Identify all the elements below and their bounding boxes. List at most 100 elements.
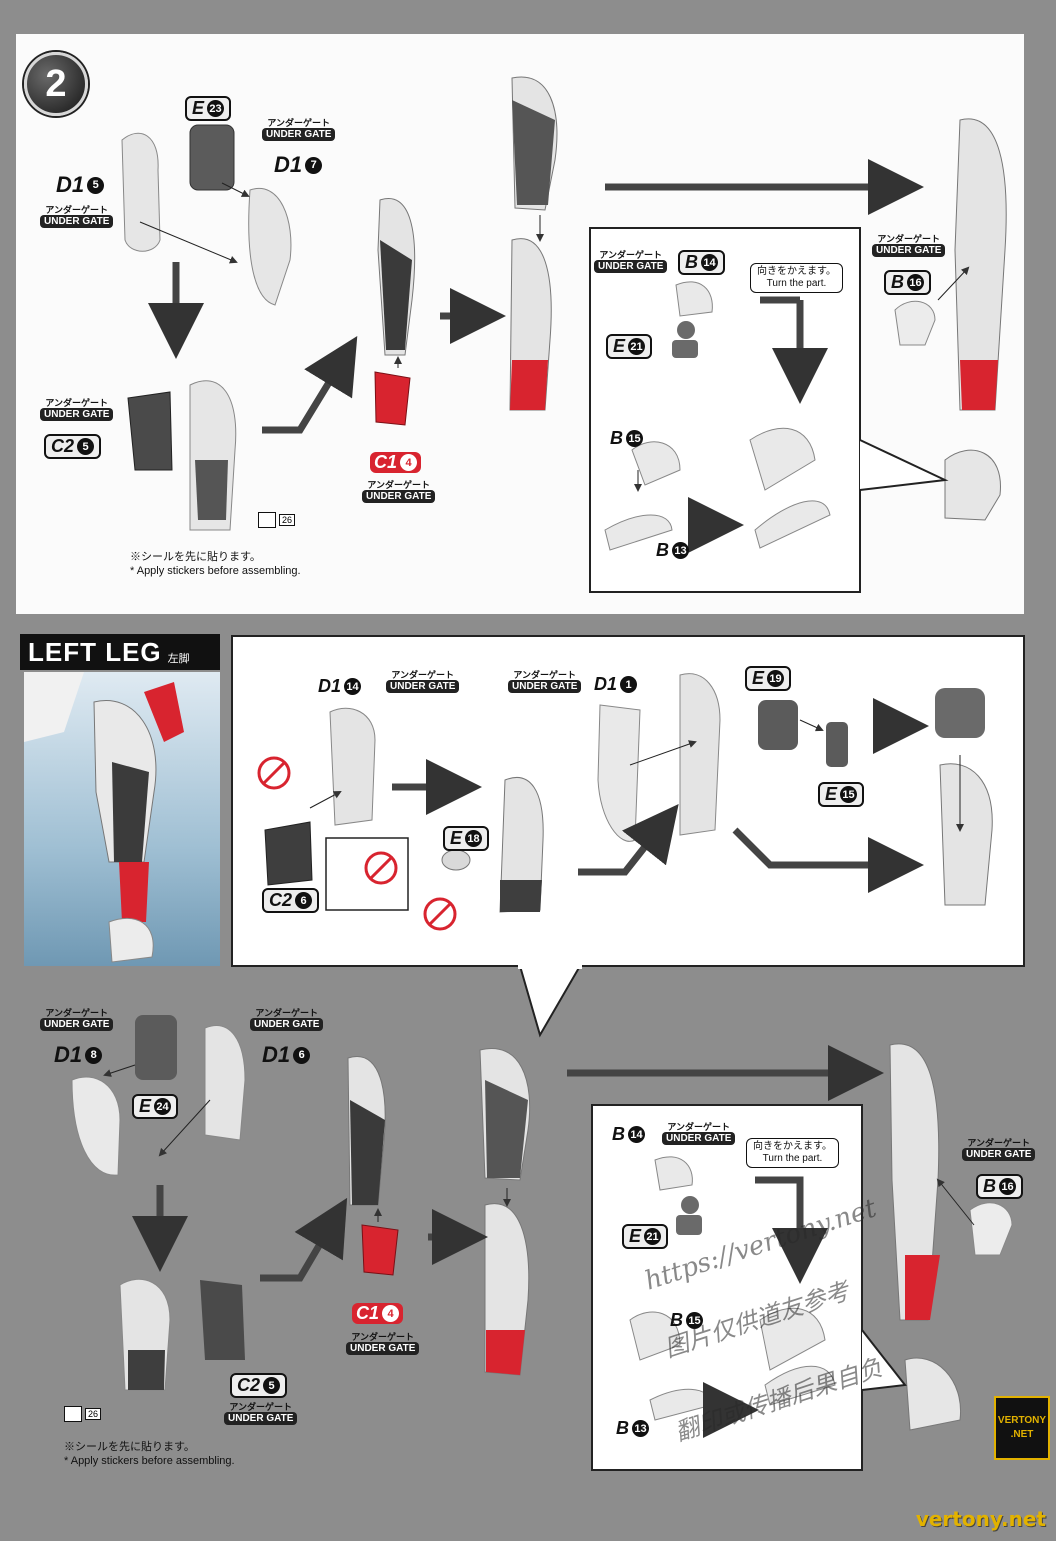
part-e24-joint <box>135 1015 177 1080</box>
logo-line-1: VERTONY <box>997 1415 1047 1426</box>
part-number: 14 <box>701 254 718 271</box>
assembly-leg-stage1-b <box>347 1056 386 1206</box>
part-number: 14 <box>628 1126 645 1143</box>
part-number: 15 <box>626 430 643 447</box>
gate-en: UNDER GATE <box>224 1412 298 1425</box>
part-d15-shell <box>121 132 161 252</box>
part-number: 4 <box>382 1305 400 1322</box>
no-cut-icon <box>257 756 291 790</box>
part-letter: B <box>983 1176 996 1196</box>
gate-en: UNDER GATE <box>662 1132 736 1145</box>
note-en: * Apply stickers before assembling. <box>64 1455 235 1467</box>
gate-jp: アンダーゲート <box>267 118 330 128</box>
gate-en: UNDER GATE <box>508 680 582 693</box>
part-letter: B <box>670 1310 683 1330</box>
part-letter: E <box>450 828 463 848</box>
part-e15-peg <box>826 722 848 767</box>
part-b15-foot <box>631 441 681 486</box>
sticker-note-b: ※シールを先に貼ります。* Apply stickers before asse… <box>64 1440 235 1468</box>
gate-en: UNDER GATE <box>872 244 946 257</box>
gate-jp: アンダーゲート <box>599 250 662 260</box>
gate-en: UNDER GATE <box>40 215 114 228</box>
assembly-leg-stage1 <box>377 198 416 356</box>
part-letter: E <box>613 336 626 356</box>
gate-jp: アンダーゲート <box>255 1008 318 1018</box>
gate-jp: アンダーゲート <box>967 1138 1030 1148</box>
flow-arrows-top <box>148 159 924 553</box>
part-number: 13 <box>672 542 689 559</box>
gate-jp: アンダーゲート <box>229 1402 292 1412</box>
part-d11-shell <box>597 673 721 842</box>
gate-jp: アンダーゲート <box>367 480 430 490</box>
note-en: * Apply stickers before assembling. <box>130 565 301 577</box>
sticker-reference: 26 <box>258 512 296 528</box>
part-number: 8 <box>85 1046 103 1064</box>
gate-jp: アンダーゲート <box>351 1332 414 1342</box>
turn-en: Turn the part. <box>766 278 827 289</box>
part-number: 18 <box>465 830 483 847</box>
part-number: 23 <box>207 100 225 117</box>
no-cut-icon <box>364 851 398 885</box>
part-d114-shell <box>329 707 376 826</box>
part-letter: B <box>610 428 623 448</box>
part-number: 5 <box>77 438 95 455</box>
assembly-foot <box>749 427 831 549</box>
gate-en: UNDER GATE <box>40 408 114 421</box>
note-jp: ※シールを先に貼ります。 <box>130 551 261 563</box>
assembly-thigh <box>511 76 558 211</box>
gate-jp: アンダーゲート <box>45 1008 108 1018</box>
gate-en: UNDER GATE <box>250 1018 324 1031</box>
part-letter: C2 <box>269 890 293 910</box>
turn-the-part-note-b: 向きをかえます。Turn the part. <box>746 1138 839 1168</box>
part-letter: E <box>825 784 838 804</box>
part-number: 1 <box>620 676 638 693</box>
left-leg-title-jp: 左脚 <box>167 653 190 665</box>
gate-jp: アンダーゲート <box>45 398 108 408</box>
part-number: 21 <box>644 1228 662 1245</box>
step-number: 2 <box>45 62 67 105</box>
turn-en: Turn the part. <box>762 1153 823 1164</box>
gate-en: UNDER GATE <box>262 128 336 141</box>
part-e21b-ball <box>676 1196 702 1235</box>
step-number-badge: 2 <box>24 52 88 116</box>
part-letter: C1 <box>356 1303 380 1323</box>
part-number: 6 <box>293 1046 311 1064</box>
part-letter: B <box>616 1418 629 1438</box>
part-d18-shell <box>71 1076 121 1176</box>
part-number: 14 <box>344 678 362 695</box>
part-letter: D1 <box>594 674 618 694</box>
part-number: 16 <box>907 274 924 291</box>
gate-jp: アンダーゲート <box>513 670 576 680</box>
assembly-full-leg <box>944 118 1007 521</box>
part-letter: D1 <box>56 172 85 197</box>
part-d17-shell <box>248 187 292 306</box>
gate-jp: アンダーゲート <box>45 205 108 215</box>
no-cut-icon <box>423 897 457 931</box>
sticker-number: 26 <box>85 1408 102 1420</box>
part-number: 6 <box>295 892 313 909</box>
